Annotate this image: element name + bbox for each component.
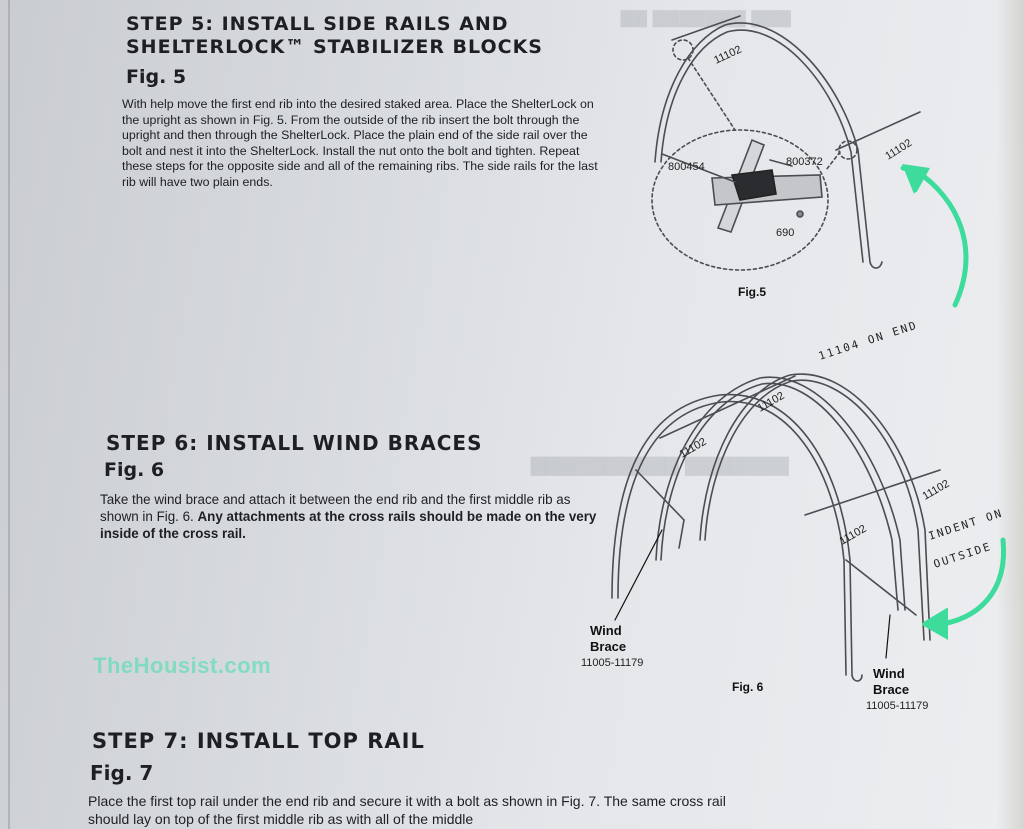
fig6-right-brace-label: Wind xyxy=(873,666,905,681)
step5-body: With help move the first end rib into th… xyxy=(122,97,598,189)
step6-body: Take the wind brace and attach it betwee… xyxy=(100,491,600,542)
arrow-heads xyxy=(902,164,948,640)
fig5-handwritten-note: 11104 ON END xyxy=(817,319,919,363)
step7-heading: STEP 7: INSTALL TOP RAIL xyxy=(92,729,425,753)
fig6-left-brace-part: 11005-11179 xyxy=(581,657,643,669)
step6-body-plain: Take the wind brace and attach it betwee… xyxy=(100,492,571,524)
fig6-left-brace-label: Wind xyxy=(590,623,622,638)
fig6-part-label: 11102 xyxy=(756,390,787,415)
fig6-handwritten-note: OUTSIDE xyxy=(932,540,993,571)
step5-figure-ref: Fig. 5 xyxy=(126,66,187,88)
fig5-callouts xyxy=(651,39,858,271)
page-fold xyxy=(8,0,10,829)
fig5-part-label: 11102 xyxy=(883,137,914,163)
fig5-part-label: 800372 xyxy=(786,156,823,168)
fig6-leaders xyxy=(614,529,891,659)
fig5-part-label: 800454 xyxy=(668,161,705,173)
site-watermark: TheHousist.com xyxy=(93,653,272,678)
fig6-right-brace-part: 11005-11179 xyxy=(866,700,928,712)
step6-body-bold: Any attachments at the cross rails shoul… xyxy=(100,509,597,541)
fig6-part-label: 11102 xyxy=(838,523,869,548)
fig5-detail-drawing xyxy=(661,138,823,233)
step7-figure-ref: Fig. 7 xyxy=(90,761,154,785)
fig5-rib-drawing xyxy=(654,15,921,269)
fig5-part-label: 690 xyxy=(776,227,794,239)
fig6-handwritten-note: INDENT ON xyxy=(927,507,1005,543)
fig6-caption: Fig. 6 xyxy=(732,680,764,694)
fig5-part-label: 11102 xyxy=(712,44,743,67)
step6-figure-ref: Fig. 6 xyxy=(104,459,165,481)
fig6-right-brace-label: Brace xyxy=(873,682,909,697)
fig6-left-brace-label: Brace xyxy=(590,639,626,654)
page-edge-shadow xyxy=(996,0,1024,829)
fig5-caption: Fig.5 xyxy=(738,285,766,299)
step6-heading: STEP 6: INSTALL WIND BRACES xyxy=(106,431,483,455)
fig6-frame-drawing xyxy=(611,373,941,682)
fig6-part-label: 11102 xyxy=(921,478,952,503)
step7-body: Place the first top rail under the end r… xyxy=(88,793,726,827)
fig6-part-label: 11102 xyxy=(678,436,709,461)
step5-heading: STEP 5: INSTALL SIDE RAILS AND SHELTERLO… xyxy=(126,13,543,58)
